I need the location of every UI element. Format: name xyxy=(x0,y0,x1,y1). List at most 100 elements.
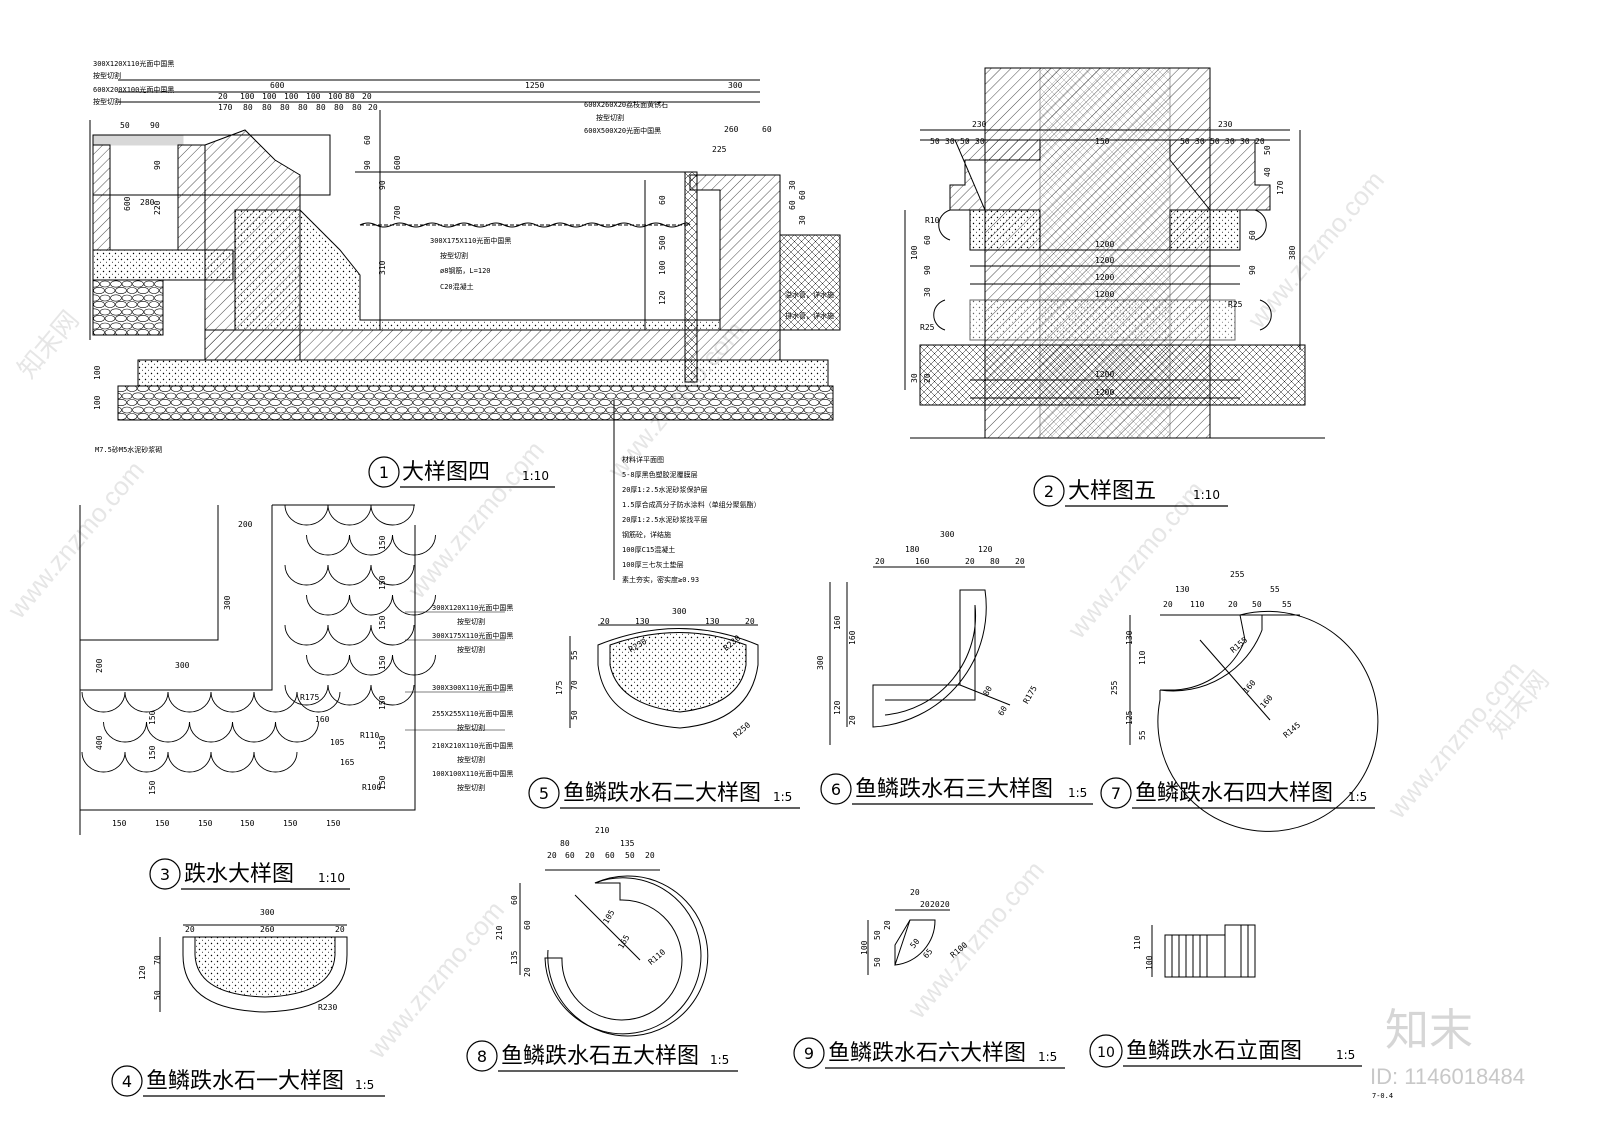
d7-radius-4: 160 xyxy=(1258,693,1274,710)
title-3-number: 3 xyxy=(160,865,170,884)
d2-dim-sub-2: 30 xyxy=(945,137,955,146)
d1-dim-row3-5: 80 xyxy=(298,103,308,112)
detail-3-notes: 300X120X110光面中国黑 按型切割 300X175X110光面中国黑 按… xyxy=(405,603,513,792)
detail-10-elevation xyxy=(1151,924,1256,978)
d9-dim-8: 20 xyxy=(883,920,892,930)
d1-layer-8: 100厚三七灰土垫层 xyxy=(622,560,684,569)
d2-dim-top-2: 230 xyxy=(1218,120,1233,129)
d3-dim-r-4: 150 xyxy=(378,655,387,670)
d1-dim-top-1: 600 xyxy=(270,81,285,90)
d1-dim-mid-7: 500 xyxy=(658,235,667,250)
d7-dim-13: 55 xyxy=(1138,730,1147,740)
title-10-name: 鱼鳞跌水石立面图 xyxy=(1126,1039,1302,1064)
d3-note-10: 100X100X110光面中国黑 xyxy=(432,769,513,778)
d4-dim-4: 20 xyxy=(335,925,345,934)
fish-scale-arc xyxy=(392,594,436,616)
d1-dim-row2-7: 80 xyxy=(345,92,355,101)
d1-dim-row2-4: 100 xyxy=(284,92,299,101)
watermark-url-4: www.znzmo.com xyxy=(361,895,510,1064)
d6-dim-3: 120 xyxy=(978,545,993,554)
d9-dim-4: 20 xyxy=(940,900,950,909)
d1-dim-row2-1: 20 xyxy=(218,92,228,101)
image-id-label: ID: 1146018484 xyxy=(1370,1064,1525,1089)
title-detail-1: 1 大样图四 1:10 xyxy=(368,456,555,488)
fish-scale-arc xyxy=(167,751,212,773)
d6-dim-12: 120 xyxy=(833,700,842,715)
d7-dim-11: 110 xyxy=(1138,650,1147,665)
title-7-scale: 1:5 xyxy=(1348,790,1367,804)
d7-dim-9: 255 xyxy=(1110,680,1119,695)
d1-dim-top-3: 300 xyxy=(728,81,743,90)
fish-scale-arc xyxy=(327,684,372,706)
d8-dim-5: 60 xyxy=(565,851,575,860)
fish-scale-arc xyxy=(284,624,329,646)
d1-note-tr-2: 按型切割 xyxy=(596,113,624,122)
d1-dim-row3-6: 80 xyxy=(316,103,326,112)
d3-note-7: 按型切割 xyxy=(457,723,485,732)
d1-dim-row2-5: 100 xyxy=(306,92,321,101)
d9-radius-2: 50 xyxy=(908,937,921,950)
d6-dim-9: 300 xyxy=(816,655,825,670)
d1-layer-6: 钢筋砼，详结施 xyxy=(622,530,671,539)
fish-scale-pattern xyxy=(81,504,436,773)
fish-scale-arc xyxy=(253,751,298,773)
d8-radius-1: R110 xyxy=(647,947,668,966)
d5-dim-3: 130 xyxy=(635,617,650,626)
title-1-number: 1 xyxy=(379,463,389,482)
d1-note-tl-4: 按型切割 xyxy=(93,97,121,106)
d1-dim-right-1: 260 xyxy=(724,125,739,134)
fish-scale-arc xyxy=(392,534,436,556)
watermark-brand-1: 知末网 xyxy=(12,305,85,384)
d3-dim-r-7: 150 xyxy=(378,775,387,790)
title-6-number: 6 xyxy=(831,780,841,799)
fish-scale-arc xyxy=(253,691,298,713)
d1-dim-row2-6: 100 xyxy=(328,92,343,101)
detail-1-dimensions: 600 1250 300 20 100 100 100 100 100 80 2… xyxy=(93,81,807,410)
sheet-footer-code: 7-0.4 xyxy=(1372,1092,1393,1100)
d1-dim-bot-2: 100 xyxy=(93,395,102,410)
d4-dim-6: 70 xyxy=(153,955,162,965)
d5-dim-6: 175 xyxy=(555,680,564,695)
detail-2-section xyxy=(904,67,1325,439)
detail-5-stone xyxy=(569,624,759,729)
d6-radius-3: 60 xyxy=(996,704,1009,717)
d1-dim-top-2: 1250 xyxy=(525,81,544,90)
d7-dim-4: 20 xyxy=(1163,600,1173,609)
title-detail-4: 4 鱼鳞跌水石一大样图 1:5 xyxy=(111,1065,385,1097)
d7-dim-2: 130 xyxy=(1175,585,1190,594)
d6-dim-7: 80 xyxy=(990,557,1000,566)
d1-dim-rv-1: 30 xyxy=(788,180,797,190)
d1-dim-left-5: 90 xyxy=(153,160,162,170)
fish-scale-arc xyxy=(146,721,190,743)
title-8-name: 鱼鳞跌水石五大样图 xyxy=(501,1044,699,1069)
d3-dim-b-4: 150 xyxy=(240,819,255,828)
fish-scale-arc xyxy=(284,504,329,526)
d4-dim-3: 260 xyxy=(260,925,275,934)
fish-scale-arc xyxy=(232,721,276,743)
fish-scale-arc xyxy=(81,691,126,713)
detail-2-dimensions: 230 230 50 30 50 30 50 30 50 30 30 20 15… xyxy=(910,120,1297,397)
d8-dim-1: 210 xyxy=(595,826,610,835)
d3-dim-l-4: 150 xyxy=(148,710,157,725)
title-7-number: 7 xyxy=(1111,784,1121,803)
d3-note-1: 300X120X110光面中国黑 xyxy=(432,603,513,612)
title-9-scale: 1:5 xyxy=(1038,1050,1057,1064)
d1-dim-left-6: 220 xyxy=(153,200,162,215)
d2-dim-inner-3: 1200 xyxy=(1095,256,1114,265)
d1-note-tr-1: 600X260X20荔枝面黄锈石 xyxy=(584,100,668,109)
fish-scale-arc xyxy=(370,504,415,526)
d2-dim-inner-4: 1200 xyxy=(1095,273,1114,282)
detail-3-dimensions: 200 300 150 150 150 150 150 150 150 200 … xyxy=(95,520,387,828)
fish-scale-arc xyxy=(284,564,329,586)
detail-9-stone xyxy=(867,909,950,975)
d1-dim-mid-2: 90 xyxy=(363,160,372,170)
d1-dim-left-1: 50 xyxy=(120,121,130,130)
d3-dim-b-1: 150 xyxy=(112,819,127,828)
d8-dim-11: 60 xyxy=(510,895,519,905)
d1-note-bl: M7.5砂M5水泥砂浆砌 xyxy=(95,445,162,454)
d2-dim-lv-3: 30 xyxy=(923,287,932,297)
d4-radius: R230 xyxy=(318,1003,337,1012)
d1-dim-row3-4: 80 xyxy=(280,103,290,112)
d7-dim-1: 255 xyxy=(1230,570,1245,579)
d8-dim-9: 20 xyxy=(645,851,655,860)
